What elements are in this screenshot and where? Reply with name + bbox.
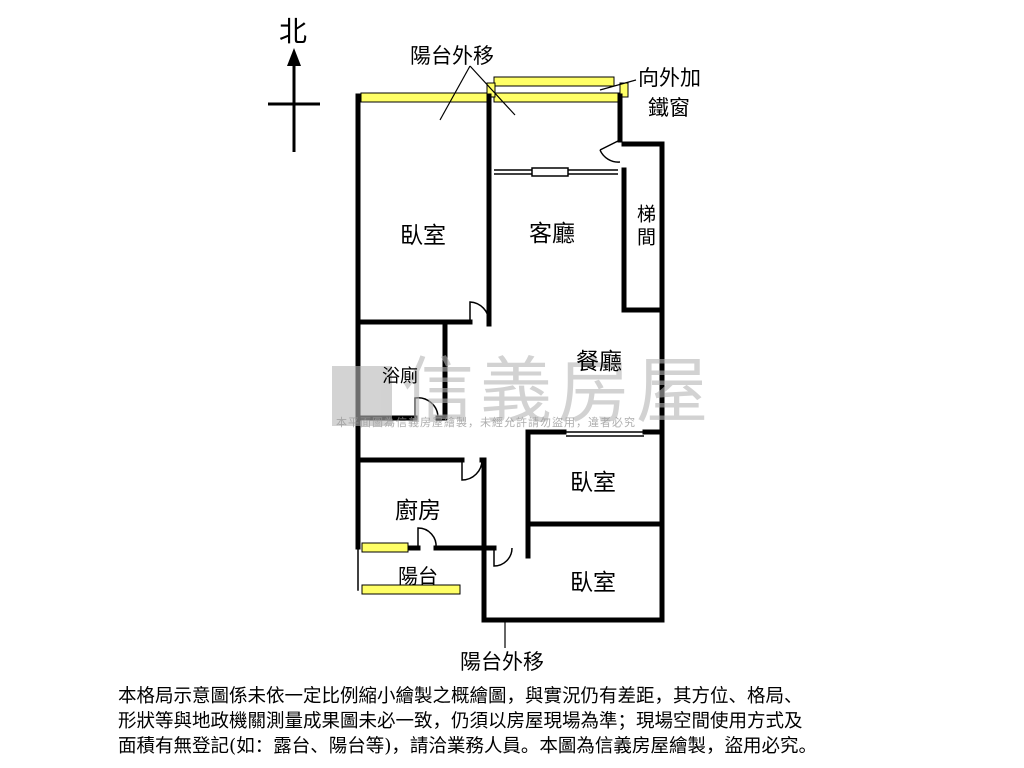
compass-north-label: 北 <box>279 15 308 48</box>
north-compass-icon <box>268 48 320 152</box>
room-kitchen: 廚房 <box>395 498 441 524</box>
room-stairwell: 梯間 <box>634 204 656 250</box>
room-balcony: 陽台 <box>398 564 438 588</box>
room-bedroom-east: 臥室 <box>570 470 616 496</box>
sliding-doors <box>494 167 644 437</box>
iron-window-label-line2: 鐵窗 <box>648 96 690 120</box>
room-living: 客廳 <box>529 221 575 247</box>
disclaimer-line: 本格局示意圖係未依一定比例縮小繪製之概繪圖，與實況仍有差距，其方位、格局、 <box>118 686 803 707</box>
watermark-logo-icon <box>332 366 392 427</box>
room-dining: 餐廳 <box>576 349 622 375</box>
balcony-extended-bottom-label: 陽台外移 <box>460 650 544 674</box>
room-bedroom-se: 臥室 <box>570 570 616 596</box>
watermark-subtitle: 本平面圖為信義房屋繪製，未經允許請勿盜用，違者必究 <box>336 416 636 429</box>
leader-lines <box>439 65 637 648</box>
room-bathroom: 浴廁 <box>382 366 418 387</box>
balcony-extended-top-label: 陽台外移 <box>410 44 494 68</box>
watermark-brand: 信義房屋 <box>332 332 714 437</box>
disclaimer-line: 形狀等與地政機關測量成果圖未必一致，仍須以房屋現場為準；現場空間使用方式及 <box>118 711 803 732</box>
window-strips <box>360 76 629 595</box>
room-bedroom-nw: 臥室 <box>400 223 446 249</box>
iron-window-label-line1: 向外加 <box>638 66 701 90</box>
disclaimer-line: 面積有無登記(如：露台、陽台等)，請洽業務人員。本圖為信義房屋繪製，盜用必究。 <box>118 736 817 757</box>
disclaimer-text: 本格局示意圖係未依一定比例縮小繪製之概繪圖，與實況仍有差距，其方位、格局、 形狀… <box>118 684 918 759</box>
door-swings <box>414 139 621 567</box>
